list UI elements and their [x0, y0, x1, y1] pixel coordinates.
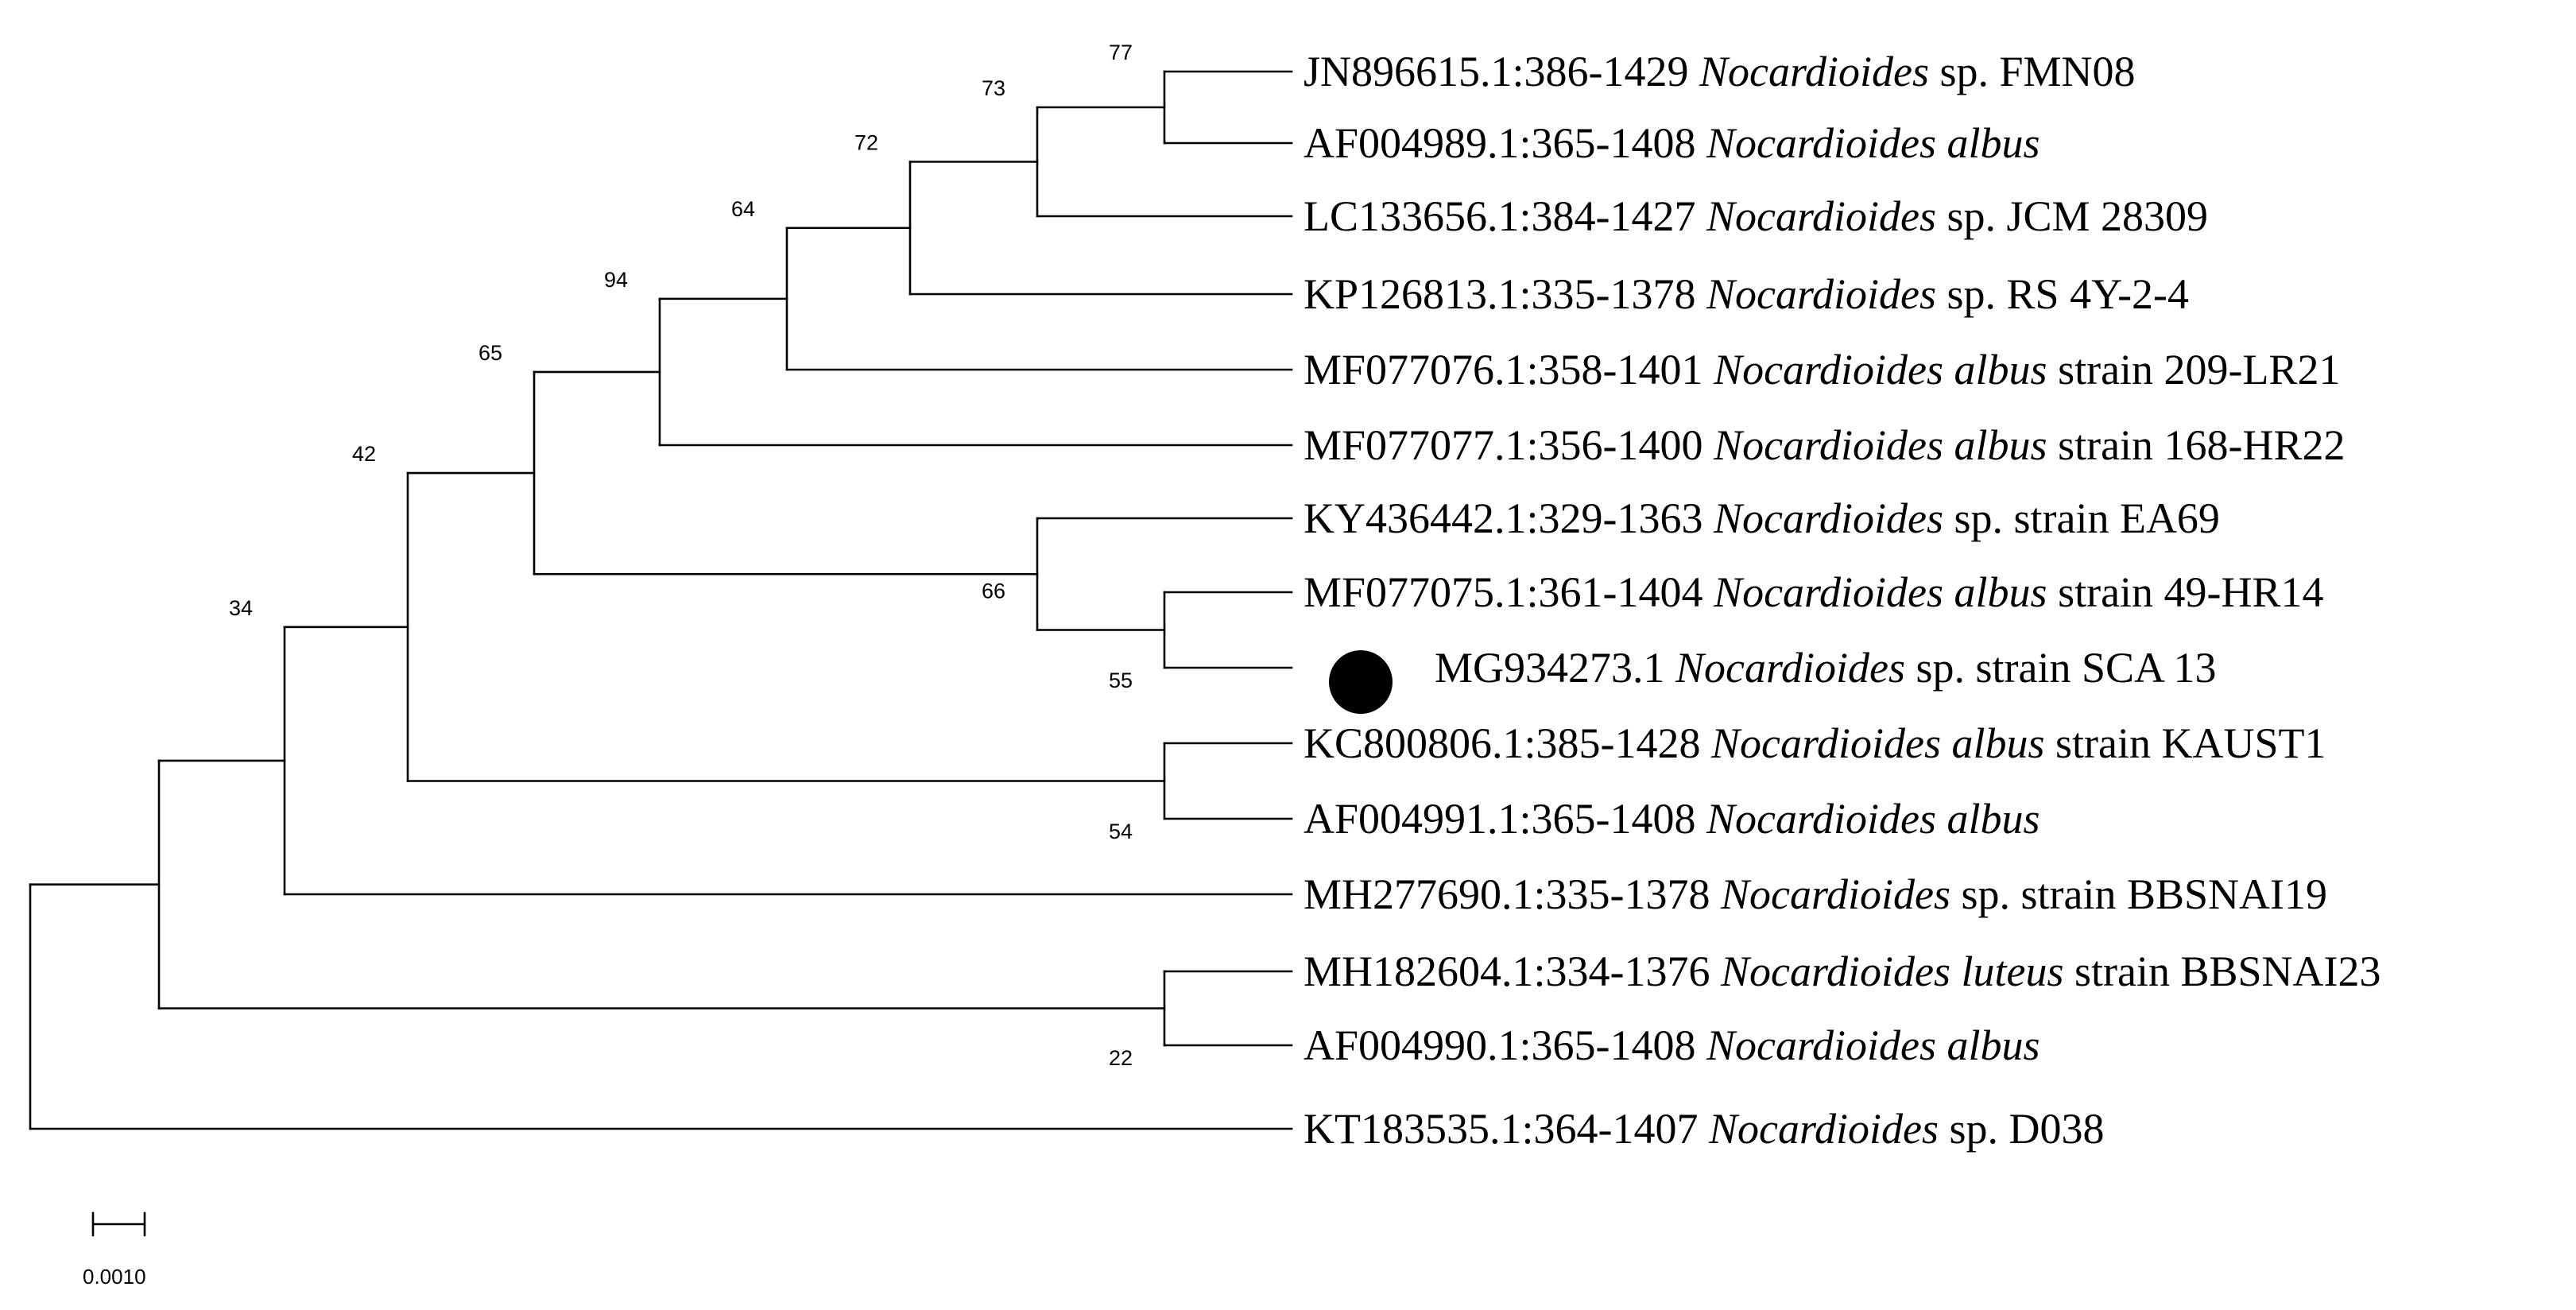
- leaf-strain: sp. strain BBSNAI19: [1950, 870, 2327, 918]
- bootstrap-value: 22: [1109, 1046, 1133, 1070]
- leaf-taxon-name: Nocardioides: [1699, 48, 1929, 95]
- bootstrap-value: 94: [604, 268, 628, 292]
- leaf-accession: MF077075.1:361-1404: [1303, 568, 1714, 616]
- leaf-taxon-name: Nocardioides: [1675, 644, 1905, 692]
- leaf-accession: LC133656.1:384-1427: [1303, 192, 1706, 240]
- leaf-accession: MH277690.1:335-1378: [1303, 870, 1721, 918]
- leaf-strain: sp. FMN08: [1929, 48, 2136, 95]
- leaf-accession: AF004990.1:365-1408: [1303, 1021, 1706, 1069]
- leaf-accession: MF077076.1:358-1401: [1303, 346, 1714, 393]
- leaf-taxon-name: Nocardioides albus: [1706, 119, 2040, 167]
- leaf-label: MH277690.1:335-1378 Nocardioides sp. str…: [1303, 870, 2327, 918]
- bootstrap-value: 73: [982, 76, 1005, 100]
- leaf-taxon-name: Nocardioides: [1708, 1105, 1939, 1153]
- bootstrap-value: 77: [1109, 41, 1133, 64]
- bootstrap-value: 54: [1109, 820, 1133, 843]
- leaf-label: AF004989.1:365-1408 Nocardioides albus: [1303, 119, 2040, 167]
- leaf-strain: sp. strain SCA 13: [1905, 644, 2217, 692]
- leaf-strain: strain 49-HR14: [2047, 568, 2324, 616]
- leaf-taxon-name: Nocardioides albus: [1713, 346, 2047, 393]
- leaf-taxon-name: Nocardioides: [1706, 270, 1936, 318]
- leaf-label: AF004990.1:365-1408 Nocardioides albus: [1303, 1021, 2040, 1069]
- query-sequence-marker: [1329, 650, 1393, 714]
- leaf-accession: JN896615.1:386-1429: [1303, 48, 1699, 95]
- leaf-label: LC133656.1:384-1427 Nocardioides sp. JCM…: [1303, 192, 2208, 240]
- leaf-label: MF077075.1:361-1404 Nocardioides albus s…: [1303, 568, 2324, 616]
- leaf-accession: AF004989.1:365-1408: [1303, 119, 1706, 167]
- leaf-strain: sp. strain EA69: [1943, 494, 2220, 542]
- leaf-accession: MF077077.1:356-1400: [1303, 421, 1714, 469]
- leaf-strain: strain 168-HR22: [2047, 421, 2346, 469]
- leaf-taxon-name: Nocardioides: [1720, 870, 1950, 918]
- leaf-label: MF077077.1:356-1400 Nocardioides albus s…: [1303, 421, 2346, 469]
- bootstrap-value: 34: [229, 596, 253, 620]
- bootstrap-value: 55: [1109, 669, 1133, 692]
- leaf-accession: MG934273.1: [1435, 644, 1675, 692]
- leaf-label: KC800806.1:385-1428 Nocardioides albus s…: [1303, 719, 2326, 767]
- leaf-strain: strain KAUST1: [2045, 719, 2326, 767]
- leaf-taxon-name: Nocardioides albus: [1713, 568, 2047, 616]
- leaf-taxon-name: Nocardioides luteus: [1720, 948, 2063, 995]
- scale-bar-line: [91, 1211, 146, 1237]
- leaf-label: KY436442.1:329-1363 Nocardioides sp. str…: [1303, 494, 2220, 542]
- leaf-strain: sp. JCM 28309: [1936, 192, 2208, 240]
- leaf-strain: sp. D038: [1939, 1105, 2105, 1153]
- leaf-taxon-name: Nocardioides: [1706, 192, 1936, 240]
- leaf-taxon-name: Nocardioides albus: [1706, 1021, 2040, 1069]
- bootstrap-value: 42: [352, 442, 376, 466]
- leaf-strain: strain 209-LR21: [2047, 346, 2341, 393]
- leaf-taxon-name: Nocardioides albus: [1710, 719, 2045, 767]
- leaf-accession: AF004991.1:365-1408: [1303, 795, 1706, 843]
- leaf-label: MH182604.1:334-1376 Nocardioides luteus …: [1303, 948, 2381, 995]
- leaf-accession: KY436442.1:329-1363: [1303, 494, 1714, 542]
- leaf-strain: strain BBSNAI23: [2063, 948, 2380, 995]
- leaf-label: JN896615.1:386-1429 Nocardioides sp. FMN…: [1303, 48, 2136, 95]
- bootstrap-value: 64: [731, 197, 755, 221]
- leaf-label: MG934273.1 Nocardioides sp. strain SCA 1…: [1435, 644, 2217, 692]
- leaf-label: KT183535.1:364-1407 Nocardioides sp. D03…: [1303, 1105, 2104, 1153]
- scale-bar: 0.0010: [83, 1211, 146, 1289]
- bootstrap-value: 65: [478, 341, 502, 365]
- leaf-label: KP126813.1:335-1378 Nocardioides sp. RS …: [1303, 270, 2189, 318]
- bootstrap-value: 66: [982, 579, 1005, 603]
- leaf-taxon-name: Nocardioides albus: [1706, 795, 2040, 843]
- tree-branches: [29, 70, 1293, 1130]
- leaf-taxon-name: Nocardioides: [1713, 494, 1943, 542]
- leaf-accession: KP126813.1:335-1378: [1303, 270, 1706, 318]
- scale-bar-label: 0.0010: [83, 1265, 146, 1289]
- leaf-accession: MH182604.1:334-1376: [1303, 948, 1721, 995]
- leaf-taxon-name: Nocardioides albus: [1713, 421, 2047, 469]
- leaf-accession: KT183535.1:364-1407: [1303, 1105, 1709, 1153]
- leaf-strain: sp. RS 4Y-2-4: [1936, 270, 2189, 318]
- bootstrap-value: 72: [854, 131, 878, 155]
- leaf-accession: KC800806.1:385-1428: [1303, 719, 1711, 767]
- leaf-label: MF077076.1:358-1401 Nocardioides albus s…: [1303, 346, 2341, 393]
- leaf-labels: JN896615.1:386-1429 Nocardioides sp. FMN…: [1303, 48, 2381, 1153]
- bootstrap-labels: 77 73 72 64 94 65 66 55 54 42 34 22: [229, 41, 1133, 1070]
- leaf-label: AF004991.1:365-1408 Nocardioides albus: [1303, 795, 2040, 843]
